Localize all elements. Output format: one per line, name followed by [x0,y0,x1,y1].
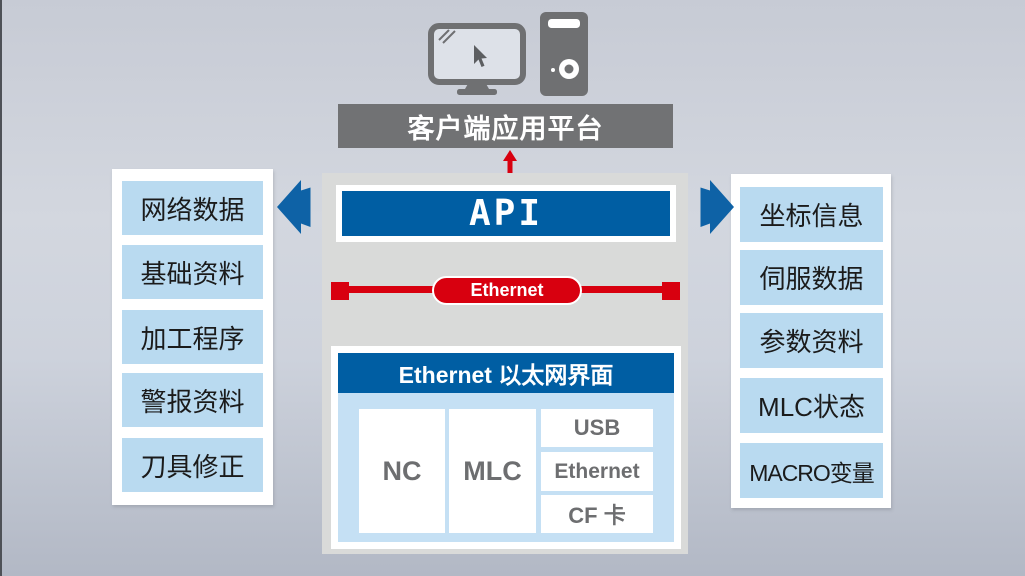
left-data-panel: 网络数据 基础资料 加工程序 警报资料 刀具修正 [112,169,273,505]
nc-module-box: NC [359,409,445,533]
api-label: API [342,191,670,236]
ethernet-bus-endpoint-right [662,282,680,300]
list-item-tool-compensation: 刀具修正 [122,438,263,492]
list-item-machining-program: 加工程序 [122,310,263,364]
list-item-network-data: 网络数据 [122,181,263,235]
blue-right-block-arrow-icon [699,177,735,242]
desktop-monitor-icon [428,23,528,100]
list-item-mlc-status: MLC状态 [740,378,883,433]
ethernet-interface-title: Ethernet 以太网界面 [338,353,674,393]
client-platform-bar: 客户端应用平台 [338,104,673,148]
api-box: API [336,185,676,242]
usb-port-box: USB [541,409,653,447]
pc-tower-icon [540,12,588,101]
list-item-parameter-data: 参数资料 [740,313,883,368]
ethernet-port-box: Ethernet [541,452,653,491]
list-item-macro-variables: MACRO变量 [740,443,883,498]
list-item-coordinate-info: 坐标信息 [740,187,883,242]
list-item-servo-data: 伺服数据 [740,250,883,305]
right-data-panel: 坐标信息 伺服数据 参数资料 MLC状态 MACRO变量 [731,174,891,508]
ethernet-bus-label: Ethernet [432,276,582,305]
list-item-alarm-data: 警报资料 [122,373,263,427]
list-item-basic-data: 基础资料 [122,245,263,299]
blue-left-block-arrow-icon [276,177,312,242]
cf-card-port-box: CF 卡 [541,495,653,533]
mlc-module-box: MLC [449,409,536,533]
left-edge-line [0,0,2,576]
ethernet-bus-endpoint-left [331,282,349,300]
